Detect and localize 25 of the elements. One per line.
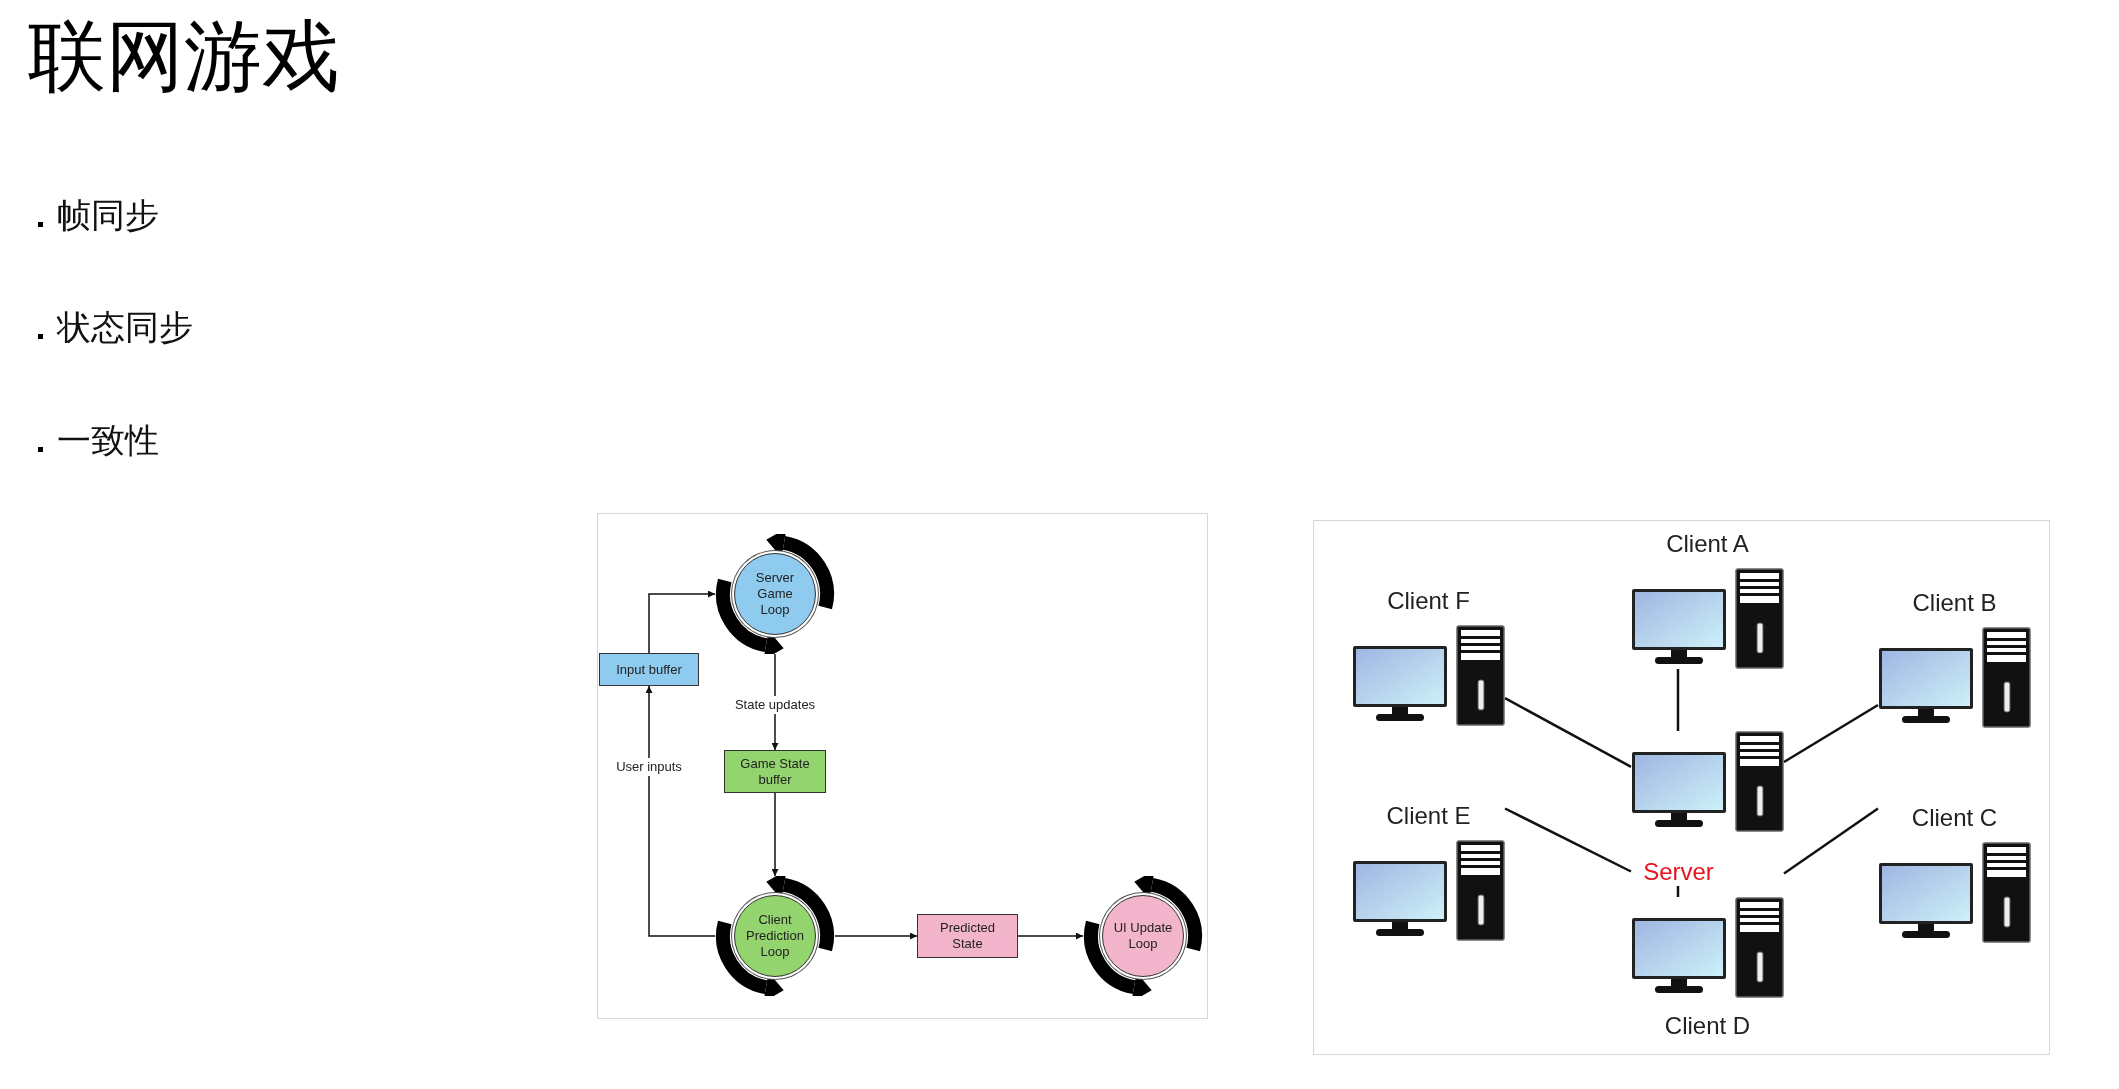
arrow bbox=[771, 792, 779, 877]
slide-title: 联网游戏 bbox=[28, 10, 340, 103]
bullet-text: 一致性 bbox=[57, 420, 159, 460]
client-label: Client C bbox=[1911, 804, 1998, 832]
arrow bbox=[834, 932, 918, 940]
network-link bbox=[1783, 703, 1879, 764]
client-label: Client E bbox=[1386, 802, 1471, 830]
client-label: Client A bbox=[1666, 530, 1749, 558]
network-link bbox=[1676, 886, 1680, 897]
network-link bbox=[1504, 697, 1632, 768]
client-label: Client B bbox=[1912, 589, 1997, 617]
arrow bbox=[1017, 932, 1084, 940]
bullet-text: 帧同步 bbox=[57, 195, 159, 235]
client-label: Client F bbox=[1387, 587, 1470, 615]
process-box: Input buffer bbox=[599, 653, 699, 686]
process-box: Predicted State bbox=[917, 914, 1018, 958]
server-label: Server bbox=[1642, 858, 1715, 886]
client-label: Client D bbox=[1664, 1012, 1751, 1040]
network-link bbox=[1783, 807, 1879, 875]
network-link bbox=[1504, 807, 1632, 873]
arrow bbox=[645, 685, 716, 937]
network-link bbox=[1676, 669, 1680, 731]
process-box: Game State buffer bbox=[724, 750, 826, 793]
bullet-text: 状态同步 bbox=[57, 307, 193, 347]
arrow bbox=[648, 590, 716, 654]
